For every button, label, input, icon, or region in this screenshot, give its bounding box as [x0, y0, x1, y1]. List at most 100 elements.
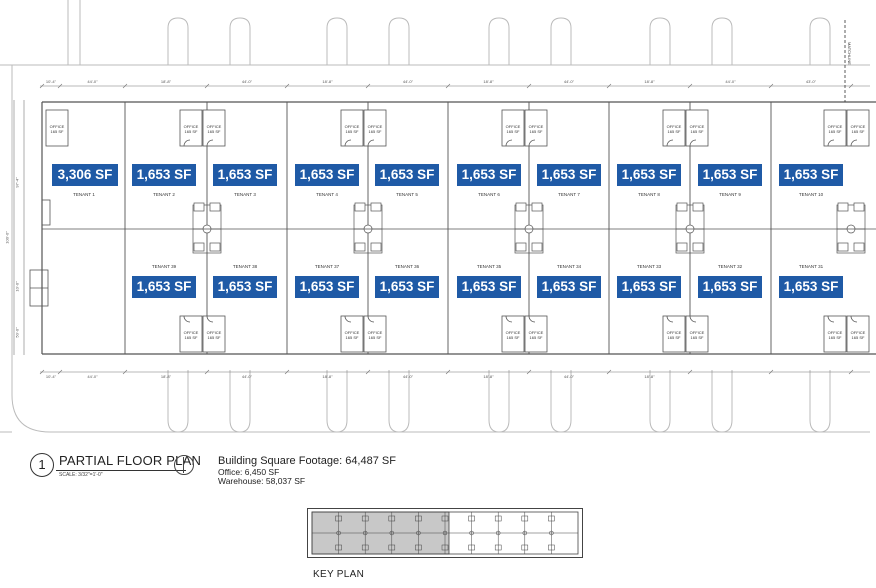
parking-stalls-top — [67, 0, 831, 65]
parking-stall — [388, 370, 410, 433]
office-label-name: OFFICE — [666, 124, 682, 129]
north-arrow-icon — [174, 455, 194, 475]
office-label-area: 165 SF — [368, 129, 382, 134]
parking-stall — [649, 370, 671, 433]
tenant-label: TENANT 39 — [151, 264, 177, 269]
dimension-tick — [57, 83, 63, 89]
door-swing — [367, 315, 375, 323]
drawing-title: PARTIAL FLOOR PLAN — [59, 453, 202, 468]
door-swing — [850, 139, 858, 147]
tenant-area-badge: 3,306 SF — [52, 164, 118, 186]
dimension-label: 10'-4" — [45, 374, 57, 379]
office-label-name: OFFICE — [666, 330, 682, 335]
office-label-name: OFFICE — [344, 124, 360, 129]
restroom-fixture — [531, 242, 543, 252]
key-plan-restroom — [336, 530, 341, 536]
office-room — [340, 315, 364, 353]
office-room — [685, 315, 709, 353]
door-swing — [850, 315, 858, 323]
key-plan-office — [494, 544, 502, 551]
office-room — [179, 315, 203, 353]
office-label-name: OFFICE — [367, 330, 383, 335]
parking-stall — [229, 17, 251, 65]
parking-stall — [326, 17, 348, 65]
dimension-label: 44'-0" — [87, 374, 98, 379]
door-swing — [505, 315, 513, 323]
key-plan-office — [388, 544, 396, 551]
key-plan-office — [415, 515, 422, 522]
title-underline — [56, 470, 186, 471]
door-swing — [206, 139, 214, 147]
dimension-tick — [606, 83, 612, 89]
restroom-fixture — [853, 242, 865, 252]
tenant-area-badge: 1,653 SF — [537, 276, 601, 298]
office-label-name: OFFICE — [183, 330, 199, 335]
tenant-label: TENANT 4 — [316, 192, 338, 197]
office-label-area: 165 SF — [184, 335, 198, 340]
parking-stall — [167, 370, 189, 433]
tenant-area-badge: 1,653 SF — [213, 164, 277, 186]
door-swing — [206, 315, 214, 323]
door-swing — [827, 315, 835, 323]
dimension-tick — [365, 83, 371, 89]
office-label-area: 165 SF — [207, 129, 221, 134]
parking-stall — [550, 17, 572, 65]
dimension-label: 18'-8" — [644, 79, 655, 84]
dimension-tick — [365, 369, 371, 375]
key-plan-office — [468, 515, 475, 522]
key-plan-restroom — [469, 530, 474, 536]
site-lines — [0, 64, 870, 433]
restroom-fixture — [370, 202, 382, 212]
office-square-footage: Office: 6,450 SF — [218, 467, 280, 477]
tenant-area-badge: 1,653 SF — [779, 164, 843, 186]
dimension-tick — [284, 83, 290, 89]
dimension-label: 18'-8" — [644, 374, 655, 379]
office-room — [524, 109, 548, 147]
key-plan-office — [441, 515, 449, 522]
dimension-tick — [57, 369, 63, 375]
key-plan-office — [335, 515, 342, 522]
office-rooms — [45, 109, 870, 353]
tenant-label: TENANT 32 — [717, 264, 743, 269]
dimension-tick — [848, 83, 854, 89]
dimension-tick — [768, 83, 774, 89]
tenant-label: TENANT 3 — [234, 192, 256, 197]
key-plan-office — [521, 544, 529, 551]
restroom-fixture — [193, 202, 205, 212]
matchline-label: MATCHLINE — [847, 42, 852, 65]
restroom-clusters — [192, 202, 866, 254]
office-label-name: OFFICE — [49, 124, 65, 129]
restroom-fixture — [692, 242, 704, 252]
office-label-area: 165 SF — [667, 129, 681, 134]
office-room — [823, 109, 847, 147]
parking-stall — [326, 370, 348, 433]
key-plan-diagram — [307, 508, 583, 558]
restroom-fixture — [209, 202, 221, 212]
office-label-name: OFFICE — [367, 124, 383, 129]
parking-stall — [167, 17, 189, 65]
office-label-area: 165 SF — [50, 129, 64, 134]
office-label-name: OFFICE — [850, 124, 866, 129]
restroom-fixture — [531, 202, 543, 212]
restroom-fixture — [676, 202, 688, 212]
building-outline — [41, 101, 876, 355]
office-label-area: 165 SF — [828, 335, 842, 340]
dimension-label: 44'-0" — [87, 79, 98, 84]
office-label-area: 165 SF — [851, 129, 865, 134]
tenant-area-badge: 1,653 SF — [698, 276, 762, 298]
tenant-label: TENANT 5 — [396, 192, 418, 197]
office-label-area: 165 SF — [184, 129, 198, 134]
door-swing — [666, 139, 674, 147]
